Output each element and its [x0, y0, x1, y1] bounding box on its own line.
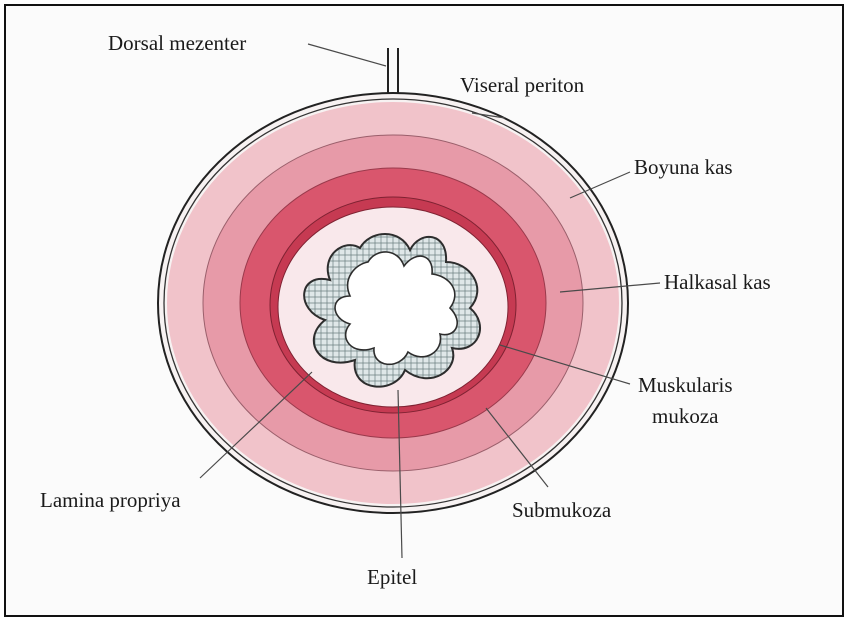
- label-epitel: Epitel: [367, 565, 417, 589]
- label-muskularis-line1: Muskularis: [638, 373, 733, 397]
- label-submukoza: Submukoza: [512, 498, 612, 522]
- label-boyuna-kas: Boyuna kas: [634, 155, 733, 179]
- label-halkasal-kas: Halkasal kas: [664, 270, 771, 294]
- label-viseral-periton: Viseral periton: [460, 73, 585, 97]
- label-lamina-propriya: Lamina propriya: [40, 488, 181, 512]
- label-muskularis-line2: mukoza: [652, 404, 719, 428]
- leader-dorsal-mezenter: [308, 44, 386, 66]
- label-dorsal-mezenter: Dorsal mezenter: [108, 31, 246, 55]
